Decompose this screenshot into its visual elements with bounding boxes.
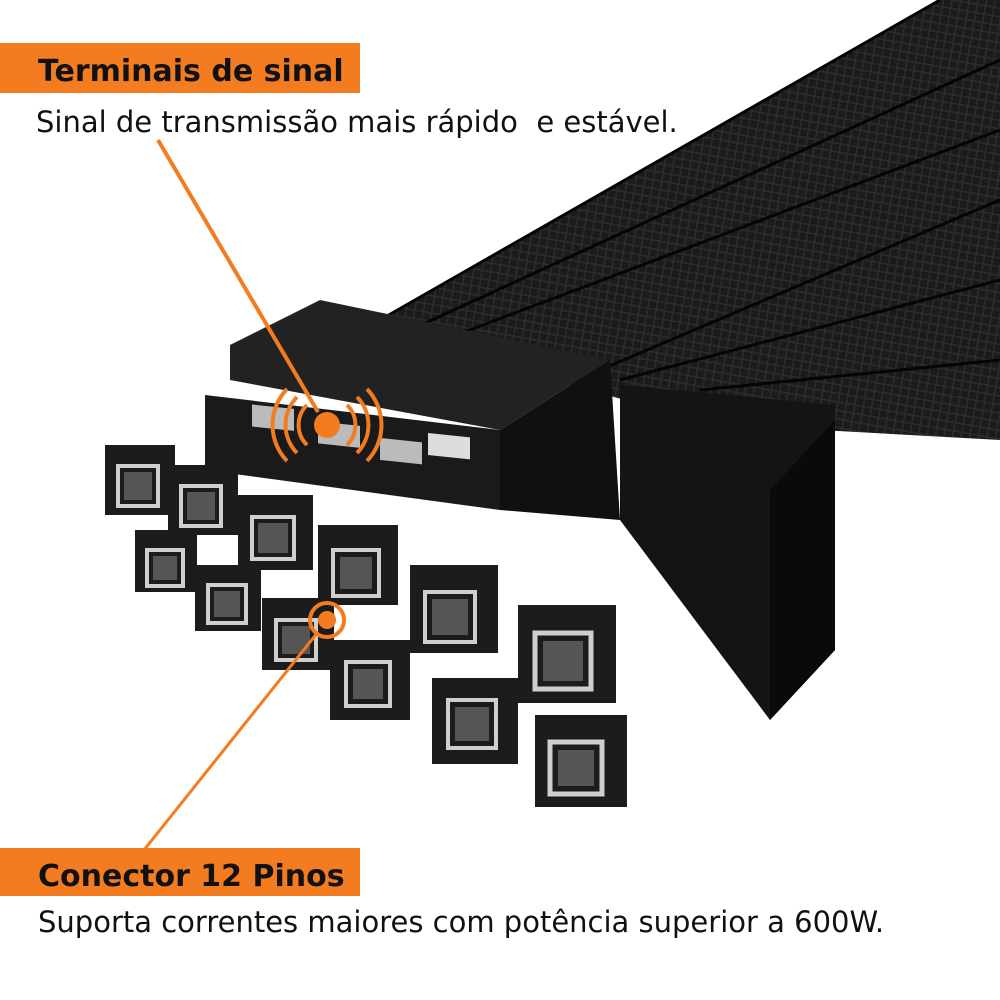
pin <box>195 565 261 631</box>
signal-terminals-description: Sinal de transmissão mais rápido e estáv… <box>36 105 678 139</box>
connector-12pin-label: Conector 12 Pinos <box>0 848 360 896</box>
pin <box>432 678 518 764</box>
pin <box>238 495 313 570</box>
pin <box>105 445 175 515</box>
signal-terminals-title: Terminais de sinal <box>38 54 344 89</box>
pin-marker-icon <box>308 601 346 639</box>
braided-cables <box>379 0 1000 440</box>
connector-12pin-description: Suporta correntes maiores com potência s… <box>38 905 885 939</box>
leader-line-signal <box>156 138 320 414</box>
connector-12pin-title: Conector 12 Pinos <box>38 859 345 894</box>
signal-terminals-label: Terminais de sinal <box>0 43 360 93</box>
pin-array <box>105 445 627 807</box>
pin <box>518 605 616 703</box>
signal-wave-icon <box>270 387 384 463</box>
pin <box>168 465 238 535</box>
pin <box>135 530 197 592</box>
leader-line-connector <box>138 631 320 856</box>
pin <box>330 640 410 720</box>
pin <box>318 525 398 605</box>
pin <box>410 565 498 653</box>
pin <box>535 715 627 807</box>
